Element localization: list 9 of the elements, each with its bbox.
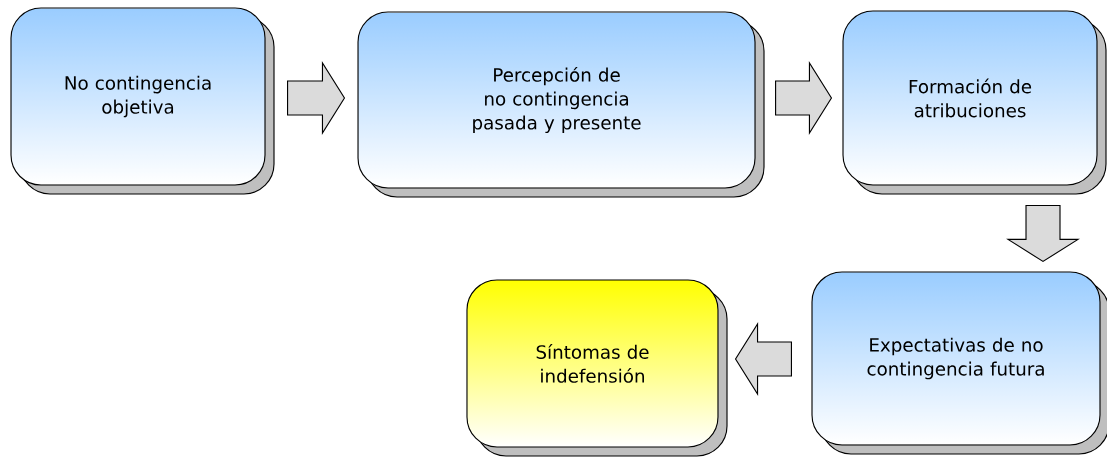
block-arrow [775, 61, 833, 135]
process-box: No contingencia objetiva [10, 7, 275, 195]
block-arrow [287, 61, 346, 135]
process-box: Síntomas de indefensión [466, 279, 728, 457]
block-arrow [734, 322, 792, 396]
process-box: Formación de atribuciones [842, 10, 1107, 195]
process-box: Expectativas de no contingencia futura [811, 271, 1107, 455]
process-box: Percepción de no contingencia pasada y presente [357, 11, 765, 198]
block-arrow [1006, 205, 1080, 263]
